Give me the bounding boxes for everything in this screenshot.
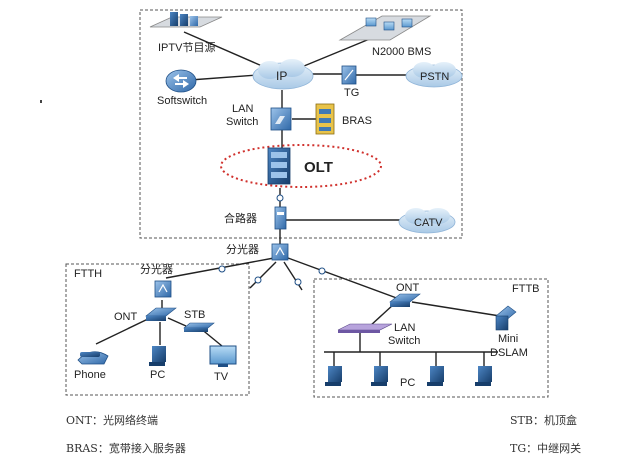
legend-bras: BRAS：宽带接入服务器 (66, 442, 186, 455)
ftth-splitter-icon (154, 280, 172, 298)
fiber-link-markers (218, 194, 326, 286)
fttb-lan-switch-label-2: Switch (388, 335, 420, 347)
combiner-label: 合路器 (224, 211, 257, 225)
phone-label: Phone (74, 369, 106, 381)
main-splitter-icon (271, 243, 289, 261)
iptv-server-icon (149, 12, 223, 28)
catv-cloud-icon (398, 208, 456, 234)
olt-label: OLT (304, 159, 333, 176)
ftth-ont-icon (145, 307, 177, 321)
fttb-pc-icon-4 (475, 366, 492, 386)
fttb-ont-label: ONT (396, 282, 420, 294)
fttb-ont-icon (389, 293, 421, 307)
fttb-pc-icon-1 (325, 366, 342, 386)
ftth-pc-label: PC (150, 369, 165, 381)
tv-icon (209, 345, 237, 367)
ftth-ont-label: ONT (114, 311, 138, 323)
core-lan-switch-label-2: Switch (226, 116, 258, 128)
olt-icon (267, 147, 291, 185)
core-lan-switch-icon (270, 107, 292, 131)
softswitch-icon (165, 69, 197, 93)
mini-dslam-icon (495, 305, 517, 331)
iptv-label: IPTV节目源 (158, 40, 215, 54)
core-network-boundary (139, 9, 463, 239)
core-lan-switch-label-1: LAN (232, 103, 253, 115)
connection-lines (95, 31, 501, 366)
stray-mark (40, 100, 42, 103)
n2000-bms-label: N2000 BMS (372, 46, 431, 58)
pstn-cloud-icon (405, 62, 463, 88)
legend-ont: ONT：光网络终端 (66, 414, 158, 427)
stb-icon (183, 322, 215, 332)
fttb-pc-icon-2 (371, 366, 388, 386)
ftth-label: FTTH (74, 268, 102, 280)
fttb-label: FTTB (512, 283, 540, 295)
legend-tg: TG：中继网关 (510, 442, 582, 455)
ftth-splitter-label: 分光器 (140, 262, 173, 276)
mini-dslam-label-1: Mini (498, 333, 518, 345)
fttb-pc-label: PC (400, 377, 415, 389)
ip-cloud-icon (252, 59, 314, 90)
stb-label: STB (184, 309, 205, 321)
mini-dslam-label-2: DSLAM (490, 347, 528, 359)
n2000-bms-icon (338, 15, 432, 41)
bras-label: BRAS (342, 115, 372, 127)
trunk-gateway-icon (341, 65, 357, 85)
main-splitter-label: 分光器 (226, 242, 259, 256)
phone-icon (77, 351, 109, 365)
combiner-icon (274, 206, 287, 230)
ip-label: IP (276, 69, 287, 83)
olt-highlight-ellipse (220, 144, 382, 188)
fttb-lan-switch-label-1: LAN (394, 322, 415, 334)
fttb-area-boundary (313, 278, 549, 398)
legend-stb: STB：机顶盒 (510, 414, 577, 427)
tv-label: TV (214, 371, 229, 383)
ftth-area-boundary (65, 263, 250, 396)
tg-label: TG (344, 87, 359, 99)
ftth-pc-icon (149, 346, 166, 366)
pstn-label: PSTN (420, 71, 449, 83)
softswitch-label: Softswitch (157, 95, 207, 107)
fttb-lan-switch-icon (337, 323, 393, 333)
bras-icon (315, 103, 335, 135)
catv-label: CATV (414, 217, 443, 229)
fttb-pc-icon-3 (427, 366, 444, 386)
